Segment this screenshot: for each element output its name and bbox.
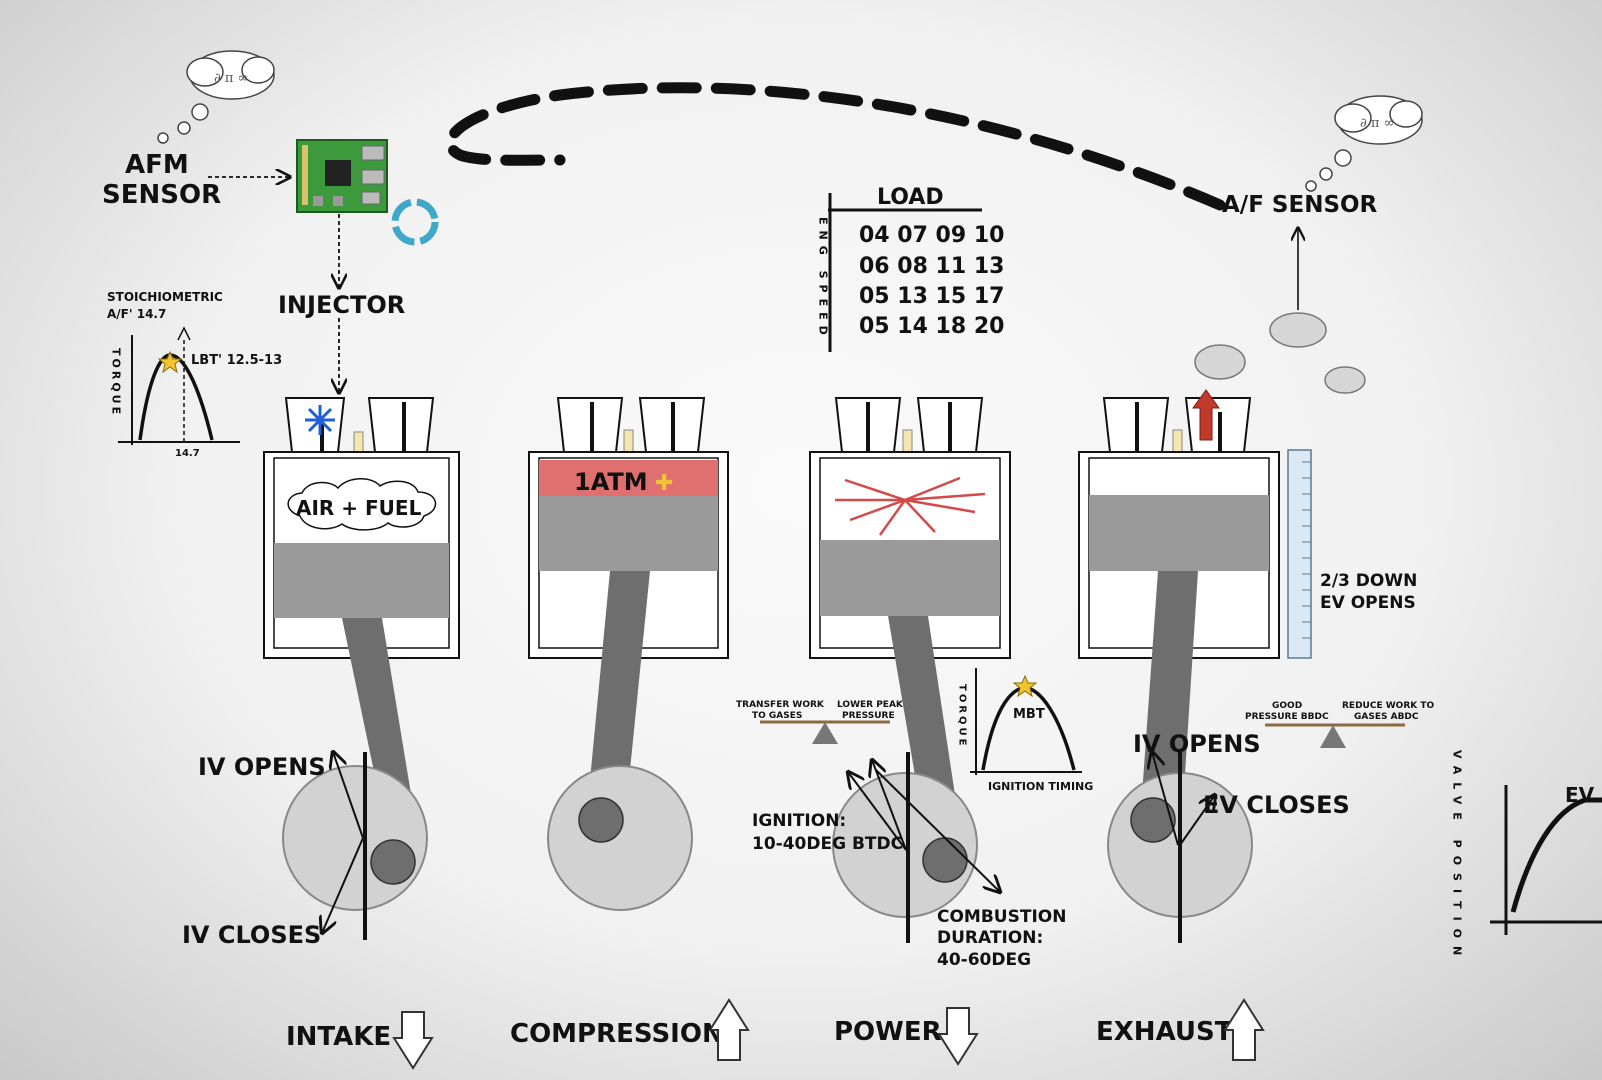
- cylinder-intake: [263, 397, 460, 940]
- stroke-label-exhaust: EXHAUST: [1096, 1017, 1233, 1047]
- up-arrow-icon: [708, 998, 750, 1061]
- reduce-work-label-2: GASES ABDC: [1354, 712, 1419, 722]
- stroke-label-power: POWER: [834, 1017, 942, 1047]
- ignition-range: 10-40DEG BTDC: [752, 834, 903, 854]
- ignition-label: IGNITION:: [752, 811, 846, 831]
- load-header: LOAD: [877, 185, 944, 210]
- mbt-graph: [970, 668, 1082, 775]
- ev-label: EV: [1565, 783, 1595, 807]
- cylinder-compression: ✚: [528, 397, 729, 911]
- table-row: 06 08 11 13: [859, 254, 1004, 279]
- balance-scale-exhaust: [1265, 723, 1405, 748]
- air-fuel-label: AIR + FUEL: [296, 496, 422, 520]
- thought-cloud-left: ∂ π ∞: [157, 50, 275, 144]
- fuel-spray: [305, 405, 335, 435]
- lower-peak-label: LOWER PEAK: [837, 700, 904, 710]
- eng-speed-label: ENG SPEED: [817, 217, 830, 341]
- svg-text:∂ π ∞: ∂ π ∞: [214, 71, 248, 86]
- up-arrow-icon: [1223, 998, 1265, 1061]
- ecu-board: [296, 139, 388, 213]
- table-row: 05 13 15 17: [859, 284, 1004, 309]
- torque-axis-label: TORQUE: [110, 348, 123, 417]
- svg-text:∂ π ∞: ∂ π ∞: [1360, 116, 1394, 131]
- iv-opens-label-exhaust: IV OPENS: [1133, 730, 1261, 758]
- af-sensor-label: A/F SENSOR: [1222, 192, 1378, 218]
- recycle-icon: [391, 198, 439, 246]
- valve-position-graph: [1490, 785, 1602, 935]
- ev-opens-label: EV OPENS: [1320, 593, 1416, 613]
- one-atm-label: 1ATM: [574, 468, 648, 496]
- balance-scale-power: [760, 720, 890, 744]
- combustion-range: 40-60DEG: [937, 950, 1031, 970]
- iv-opens-label: IV OPENS: [198, 753, 326, 781]
- down-arrow-icon: [392, 1011, 434, 1070]
- iv-closes-label: IV CLOSES: [182, 921, 321, 949]
- stoich-label: STOICHIOMETRIC: [107, 290, 223, 304]
- table-row: 05 14 18 20: [859, 314, 1004, 339]
- svg-text:✚: ✚: [655, 471, 673, 496]
- reduce-work-label: REDUCE WORK TO: [1342, 701, 1434, 711]
- exhaust-smoke: [1194, 312, 1366, 394]
- injector-label: INJECTOR: [278, 291, 405, 319]
- stroke-label-intake: INTAKE: [286, 1022, 391, 1052]
- thought-cloud-right: ∂ π ∞: [1305, 95, 1423, 192]
- cylinder-power: [809, 397, 1011, 943]
- combustion-label: COMBUSTION: [937, 907, 1066, 927]
- two-thirds-label: 2/3 DOWN: [1320, 571, 1417, 591]
- ignition-timing-label: IGNITION TIMING: [988, 780, 1093, 793]
- combustion-duration: DURATION:: [937, 928, 1043, 948]
- afm-sensor-label-2: SENSOR: [102, 180, 221, 210]
- cylinder-exhaust: [1078, 389, 1312, 943]
- lbt-label: LBT' 12.5-13: [191, 353, 282, 368]
- good-pressure-label: GOOD: [1272, 701, 1302, 711]
- transfer-work-label-2: TO GASES: [752, 711, 802, 721]
- down-arrow-icon: [937, 1007, 979, 1066]
- valve-position-axis: VALVE POSITION: [1451, 750, 1464, 963]
- ev-closes-label: EV CLOSES: [1203, 791, 1350, 819]
- stoich-value: A/F' 14.7: [107, 307, 166, 321]
- graph-x-tick: 14.7: [175, 448, 200, 459]
- mbt-label: MBT: [1013, 707, 1045, 722]
- afm-sensor-label: AFM: [125, 150, 189, 180]
- mbt-torque-axis: TORQUE: [957, 684, 968, 748]
- transfer-work-label: TRANSFER WORK: [736, 700, 825, 710]
- good-pressure-label-2: PRESSURE BBDC: [1245, 712, 1329, 722]
- lower-peak-label-2: PRESSURE: [842, 711, 895, 721]
- stroke-label-compression: COMPRESSION: [510, 1019, 724, 1049]
- table-row: 04 07 09 10: [859, 223, 1004, 248]
- torque-af-graph: [118, 326, 240, 445]
- fuel-map-table: [828, 193, 982, 352]
- feedback-loop-arrow: [444, 82, 1226, 211]
